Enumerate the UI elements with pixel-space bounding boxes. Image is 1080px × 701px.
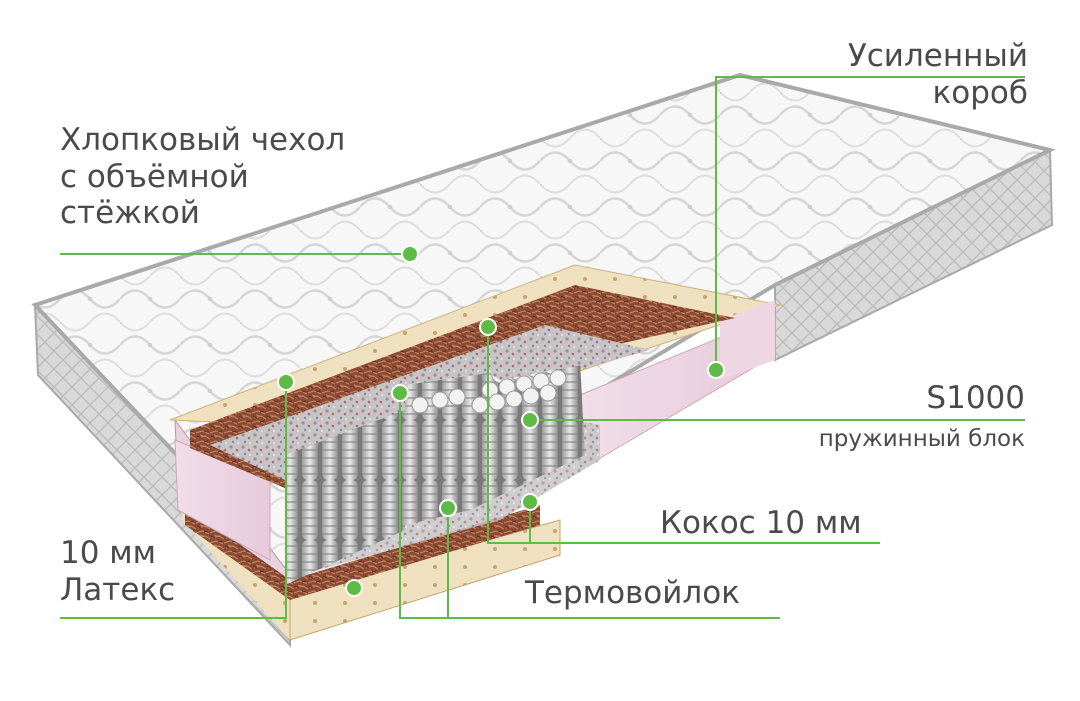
marker-latex-top [277, 373, 295, 391]
marker-springs [521, 411, 539, 429]
marker-dots [277, 245, 725, 597]
label-cover: Хлопковый чехол с объёмной стёжкой [60, 122, 346, 232]
label-spring-title: S1000 [926, 380, 1025, 416]
cutaway-section [169, 264, 782, 642]
marker-coconut-bottom [521, 493, 539, 511]
label-spring-sub: пружинный блок [818, 426, 1025, 452]
marker-coconut-top [479, 318, 497, 336]
marker-felt-top [391, 384, 409, 402]
leader-lines [60, 76, 1025, 619]
label-coconut: Кокос 10 мм [660, 505, 862, 541]
label-felt: Термовойлок [525, 575, 740, 611]
marker-cover [401, 245, 419, 263]
label-latex: 10 мм Латекс [60, 535, 176, 608]
marker-box [707, 361, 725, 379]
marker-latex-bottom [345, 579, 363, 597]
marker-felt-bottom [439, 499, 457, 517]
label-box: Усиленный короб [847, 38, 1028, 111]
